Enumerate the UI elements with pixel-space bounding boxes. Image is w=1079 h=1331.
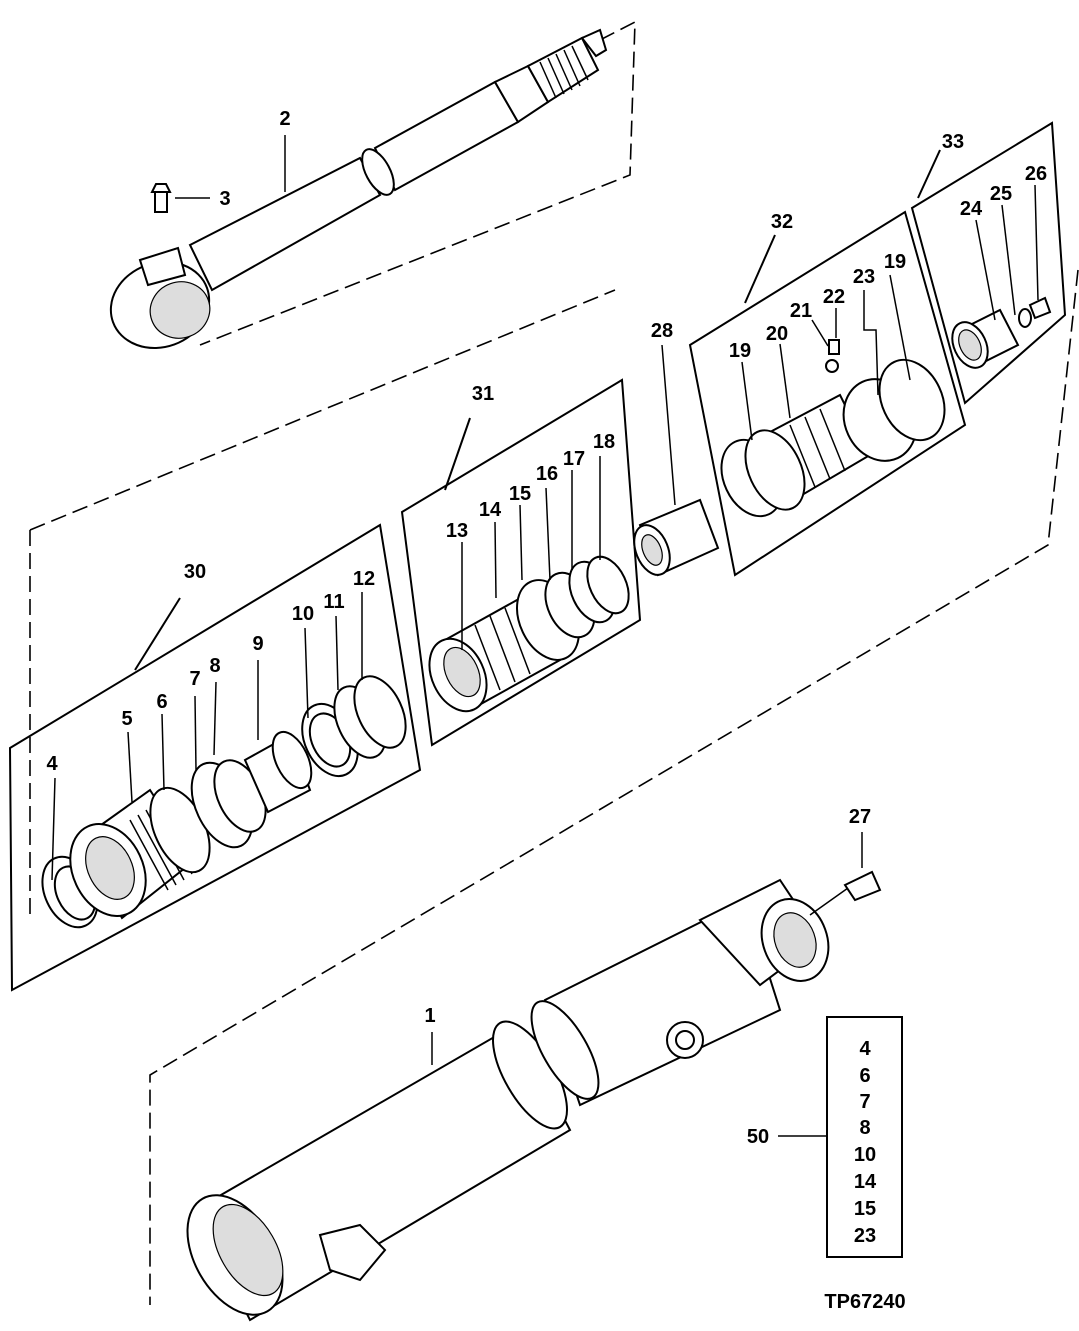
callout-19-left: 19 [729, 340, 751, 362]
drawing-id: TP67240 [824, 1291, 905, 1313]
callout-7: 7 [189, 668, 200, 690]
piston-box-32 [688, 210, 967, 577]
callout-leaders-32 [741, 274, 911, 441]
kit-item: 10 [854, 1144, 876, 1166]
piston-parts [428, 555, 630, 713]
nut-parts [951, 296, 1052, 369]
kit-50-items: 4 6 7 8 10 14 15 23 [854, 1038, 877, 1247]
kit-item: 15 [854, 1198, 876, 1220]
kit-item: 23 [854, 1225, 876, 1247]
callout-1: 1 [424, 1005, 435, 1027]
callout-labels: 2 3 33 26 25 24 32 19 23 22 21 20 19 28 … [46, 108, 1047, 1148]
callout-leaders-31 [461, 456, 601, 650]
callout-18: 18 [593, 431, 615, 453]
piston-rod [109, 28, 608, 350]
kit-item: 8 [859, 1117, 870, 1139]
assembly-dashed-lines [29, 20, 1079, 1305]
callout-23: 23 [853, 266, 875, 288]
callout-13: 13 [446, 520, 468, 542]
callout-4: 4 [46, 753, 58, 775]
callout-2: 2 [279, 108, 290, 130]
callout-20: 20 [766, 323, 788, 345]
kit-item: 4 [859, 1038, 871, 1060]
piston-32-parts [720, 339, 946, 518]
kit-item: 6 [859, 1065, 870, 1087]
callout-28: 28 [651, 320, 673, 342]
callout-5: 5 [121, 708, 132, 730]
cylinder-barrel [186, 832, 882, 1322]
callout-33: 33 [942, 131, 964, 153]
seal-kit-box-30 [8, 523, 422, 992]
callout-12: 12 [353, 568, 375, 590]
callout-16: 16 [536, 463, 558, 485]
callout-22: 22 [823, 286, 845, 308]
callout-26: 26 [1025, 163, 1047, 185]
gland-parts [41, 675, 407, 929]
callout-10: 10 [292, 603, 314, 625]
callout-15: 15 [509, 483, 531, 505]
callout-27: 27 [849, 806, 871, 828]
callout-9: 9 [252, 633, 263, 655]
callout-32: 32 [771, 211, 793, 233]
callout-3: 3 [219, 188, 230, 210]
nut-box-33 [910, 121, 1067, 405]
kit-50-box [778, 1016, 903, 1258]
callout-50: 50 [747, 1126, 769, 1148]
piston-box-31 [400, 378, 642, 747]
spacer-28 [633, 344, 720, 577]
callout-21: 21 [790, 300, 812, 322]
callout-8: 8 [209, 655, 220, 677]
callout-17: 17 [563, 448, 585, 470]
callout-24: 24 [960, 198, 983, 220]
callout-leaders-30 [51, 592, 363, 881]
callout-14: 14 [479, 499, 502, 521]
leaders-rod [175, 135, 286, 199]
callout-31: 31 [472, 383, 494, 405]
callout-30: 30 [184, 561, 206, 583]
kit-item: 14 [854, 1171, 877, 1193]
kit-item: 7 [859, 1091, 870, 1113]
callout-25: 25 [990, 183, 1012, 205]
callout-11: 11 [323, 591, 344, 613]
callout-19-right: 19 [884, 251, 906, 273]
callout-6: 6 [156, 691, 167, 713]
callout-leaders-33 [975, 184, 1039, 321]
